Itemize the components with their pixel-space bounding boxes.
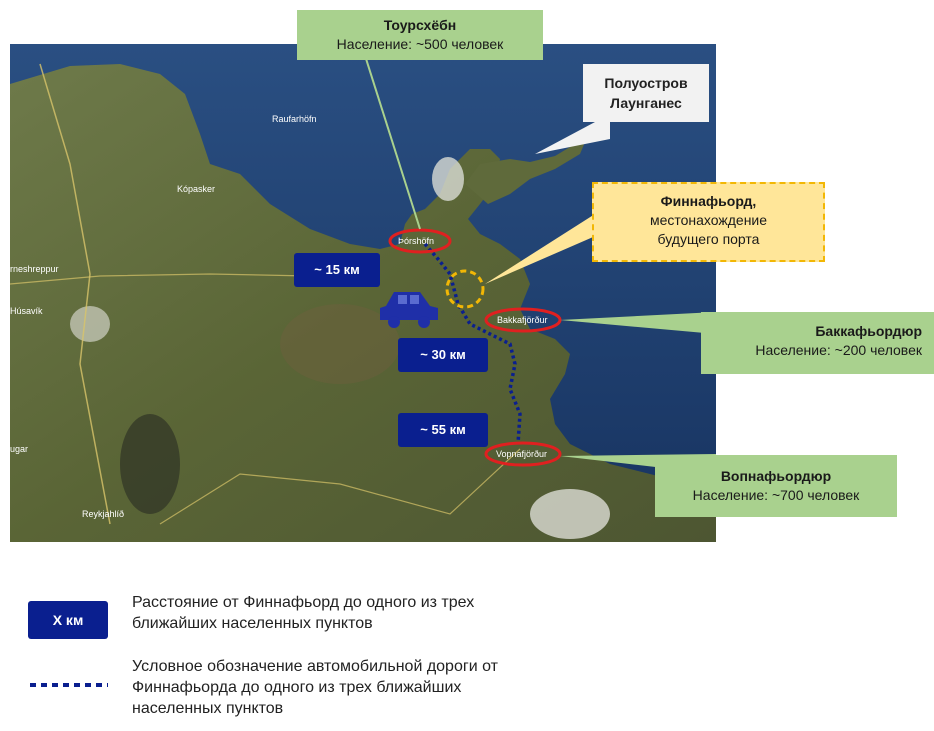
lava-field: [120, 414, 180, 514]
label-kopasker: Kópasker: [177, 184, 215, 194]
label-reykjahlid: Reykjahlíð: [82, 509, 124, 519]
satellite-map: Raufarhöfn Kópasker Þórshöfn Bakkafjörðu…: [10, 44, 716, 542]
snow-patch: [432, 157, 464, 201]
mainland: [10, 64, 716, 542]
label-laugar: ugar: [10, 444, 28, 454]
label-raufarhofn: Raufarhöfn: [272, 114, 317, 124]
callout-vopnafjordur-population: Население: ~700 человек: [692, 487, 860, 503]
road: [159, 448, 521, 525]
callout-langanes-line2: Лаунганес: [610, 95, 682, 111]
legend-road-text: Условное обозначение автомобильной дорог…: [132, 656, 652, 719]
snow-patch: [70, 306, 110, 342]
snow-patch: [530, 489, 610, 539]
legend-distance-box: X км: [28, 601, 108, 639]
label-vopnafjordur: Vopnafjörður: [496, 449, 547, 459]
legend-road-line1: Условное обозначение автомобильной дорог…: [132, 658, 498, 675]
map-canvas: Raufarhöfn Kópasker Þórshöfn Bakkafjörðu…: [10, 44, 716, 542]
callout-bakkafjordur-population: Население: ~200 человек: [755, 342, 922, 358]
marker-thorshofn: [388, 228, 452, 254]
distance-label-15: ~ 15 км: [294, 253, 380, 287]
legend-road-line2: Финнафьорда до одного из трех ближайших: [132, 679, 462, 696]
callout-bakkafjordur-name: Баккафьордюр: [815, 323, 922, 339]
callout-finnafjord: Финнафьорд, местонахождение будущего пор…: [592, 182, 825, 262]
road: [10, 273, 311, 285]
distance-label-55: ~ 55 км: [398, 413, 488, 447]
label-husavik: Húsavík: [10, 306, 43, 316]
langanes-peninsula: [465, 142, 585, 204]
legend-road-line3: населенных пунктов: [132, 700, 284, 717]
label-bakkafjordur: Bakkafjörður: [497, 315, 548, 325]
route-dotted-line: [423, 242, 522, 445]
callout-langanes-line1: Полуостров: [604, 75, 688, 91]
distance-label-30: ~ 30 км: [398, 338, 488, 372]
pointer-langanes: [535, 114, 610, 154]
pointer-finnafjord: [485, 214, 600, 284]
legend-distance-line2: ближайших населенных пунктов: [132, 615, 373, 632]
label-thorshofn: Þórshöfn: [398, 236, 434, 246]
port-location-circle: [445, 269, 485, 309]
legend-distance-line1: Расстояние от Финнафьорд до одного из тр…: [132, 594, 475, 611]
callout-finnafjord-line3: будущего порта: [657, 231, 760, 247]
callout-thorshofn-name: Тоурсхёбн: [383, 17, 457, 33]
callout-finnafjord-line2: местонахождение: [649, 212, 768, 228]
marker-vopnafjordur: [484, 441, 562, 467]
callout-vopnafjordur: Вопнафьордюр Население: ~700 человек: [655, 455, 897, 517]
callout-finnafjord-name: Финнафьорд,: [660, 193, 757, 209]
highland: [280, 304, 400, 384]
callout-thorshofn: Тоурсхёбн Население: ~500 человек: [297, 10, 543, 60]
legend-distance-text: Расстояние от Финнафьорд до одного из тр…: [132, 592, 652, 634]
road: [39, 63, 111, 525]
pointer-bakkafjordur: [560, 312, 716, 334]
callout-langanes: Полуостров Лаунганес: [583, 64, 709, 122]
car-icon: [380, 292, 438, 328]
legend-road-icon: [30, 683, 108, 687]
callout-bakkafjordur: Баккафьордюр Население: ~200 человек: [701, 312, 934, 374]
callout-thorshofn-population: Население: ~500 человек: [336, 36, 504, 52]
callout-vopnafjordur-name: Вопнафьордюр: [720, 468, 832, 484]
label-tjornes: rneshreppur: [10, 264, 59, 274]
